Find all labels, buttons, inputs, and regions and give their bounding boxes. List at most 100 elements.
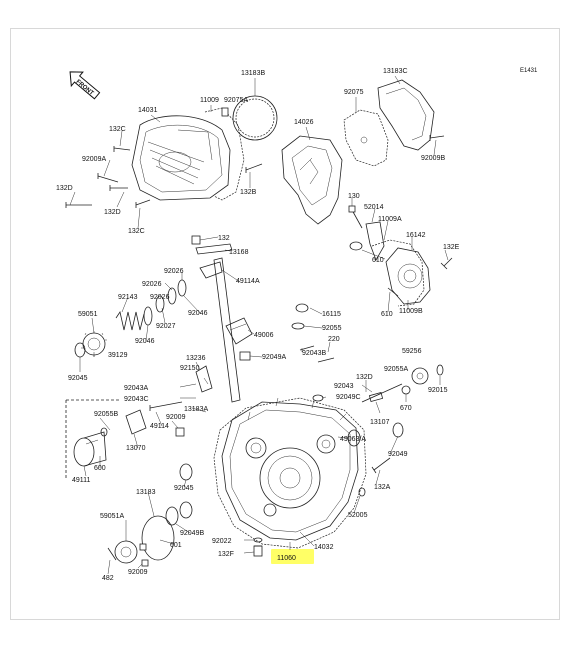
label-132E: 132E xyxy=(443,244,460,251)
spring-92143 xyxy=(115,310,145,331)
washer-92049B xyxy=(165,506,179,526)
washer-92022 xyxy=(253,537,263,543)
label-92045-b: 92045 xyxy=(174,485,194,492)
label-92049: 92049 xyxy=(388,451,408,458)
seal-610 xyxy=(349,241,363,251)
plug-16115 xyxy=(295,303,309,313)
label-49114: 49114 xyxy=(150,423,169,430)
label-11009A: 11009A xyxy=(378,216,402,223)
label-14031: 14031 xyxy=(138,107,158,114)
bolt-132E xyxy=(440,257,453,270)
label-92043: 92043 xyxy=(334,383,354,390)
pins-220 xyxy=(299,345,335,363)
label-92055B: 92055B xyxy=(94,411,118,418)
crankcase-14032 xyxy=(221,397,359,541)
plate-13183 xyxy=(141,515,175,561)
label-92049A: 92049A xyxy=(262,354,286,361)
label-11009-top: 11009 xyxy=(200,97,219,104)
drum-49006 xyxy=(225,317,253,345)
label-92049C: 92049C xyxy=(336,394,361,401)
label-49006: 49006 xyxy=(254,332,274,339)
label-92046-a: 92046 xyxy=(188,310,208,317)
label-92027: 92027 xyxy=(156,323,176,330)
gasket-11060 xyxy=(213,397,367,549)
label-13183C: 13183C xyxy=(383,68,408,75)
gasket-11009 xyxy=(204,107,245,201)
seal-670 xyxy=(401,385,411,395)
label-132C-b: 132C xyxy=(128,228,145,235)
gasket-11009A xyxy=(371,239,425,307)
label-49114A: 49114A xyxy=(236,278,260,285)
label-92009B: 92009B xyxy=(421,155,445,162)
label-132C-a: 132C xyxy=(109,126,126,133)
label-13183: 13183 xyxy=(136,489,156,496)
label-52014: 52014 xyxy=(364,204,384,211)
label-92015: 92015 xyxy=(428,387,448,394)
oring-92055 xyxy=(291,322,305,330)
label-132F: 132F xyxy=(218,551,234,558)
washer-92015 xyxy=(436,364,444,376)
pin-92009-b xyxy=(141,559,149,567)
label-39129: 39129 xyxy=(108,352,128,359)
label-13236: 13236 xyxy=(186,355,206,362)
pin-92009 xyxy=(175,427,185,437)
bearing-92045 xyxy=(74,342,86,358)
gear-49111 xyxy=(73,431,107,467)
bolt-132B xyxy=(245,163,263,173)
cover-16142 xyxy=(385,247,431,305)
label-92022: 92022 xyxy=(212,538,232,545)
cover-14026 xyxy=(281,135,343,225)
label-16142: 16142 xyxy=(406,232,426,239)
label-670: 670 xyxy=(400,405,412,412)
leader-lines xyxy=(69,75,449,575)
label-14026: 14026 xyxy=(294,119,314,126)
label-13183B: 13183B xyxy=(241,70,265,77)
diagram-frame xyxy=(10,28,560,620)
shaft-132D xyxy=(361,383,403,403)
label-59051: 59051 xyxy=(78,311,98,318)
label-92150: 92150 xyxy=(180,365,200,372)
bolt-132A xyxy=(371,457,391,474)
label-92043A: 92043A xyxy=(124,385,148,392)
bolt-92009B xyxy=(429,135,445,141)
shaft-49114 xyxy=(149,401,183,411)
bolts-left xyxy=(65,146,151,208)
label-610-a: 610 xyxy=(372,257,384,264)
cover-14031 xyxy=(131,115,231,201)
cover-13183C xyxy=(377,79,435,151)
label-92055: 92055 xyxy=(322,325,342,332)
label-132-top: 132 xyxy=(218,235,230,242)
label-132D-c: 132D xyxy=(356,374,373,381)
diagram-code: E1431 xyxy=(520,68,538,74)
label-52005: 52005 xyxy=(348,512,368,519)
label-92075A: 92075A xyxy=(224,97,248,104)
label-132D-b: 132D xyxy=(104,209,121,216)
label-49063A: 49063/A xyxy=(340,436,366,443)
label-92043C: 92043C xyxy=(124,396,149,403)
stopper-13236 xyxy=(195,365,213,393)
label-610-b: 610 xyxy=(381,311,393,318)
label-13070: 13070 xyxy=(126,445,146,452)
label-11009B: 11009B xyxy=(399,308,423,315)
pin-52005 xyxy=(358,487,366,497)
pin-92049A xyxy=(239,351,251,361)
label-13168: 13168 xyxy=(229,249,249,256)
shift-shaft-49114A xyxy=(199,257,241,403)
label-130: 130 xyxy=(348,193,360,200)
washer-92049C xyxy=(312,394,324,402)
bolt-130 xyxy=(348,205,363,229)
label-132A: 132A xyxy=(374,484,391,491)
label-59051A: 59051A xyxy=(100,513,124,520)
label-132B: 132B xyxy=(240,189,257,196)
label-59256: 59256 xyxy=(402,348,422,355)
label-14032: 14032 xyxy=(314,544,334,551)
label-49111: 49111 xyxy=(72,477,91,484)
lever-52014 xyxy=(365,221,385,261)
ring-482 xyxy=(107,547,117,561)
label-92055A: 92055A xyxy=(384,366,408,373)
label-92075: 92075 xyxy=(344,89,364,96)
front-arrow-icon: FRONT xyxy=(69,71,101,100)
highlight-11060 xyxy=(271,549,314,564)
label-92046-b: 92046 xyxy=(135,338,155,345)
